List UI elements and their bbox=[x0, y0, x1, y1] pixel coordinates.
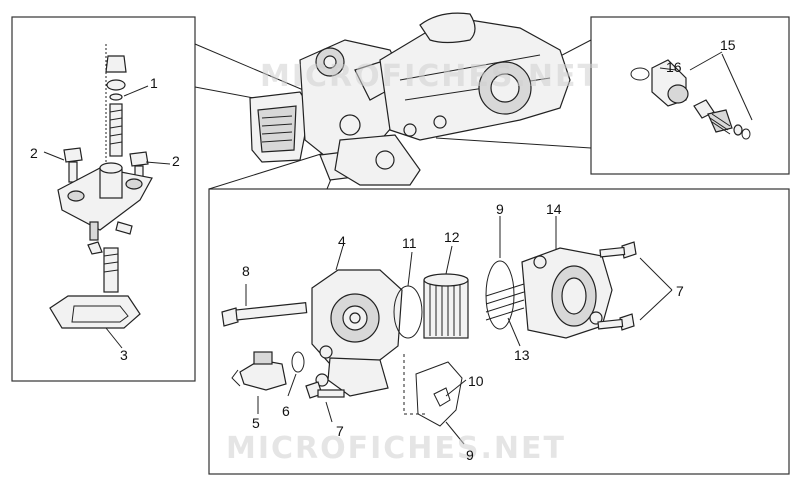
callout-5: 5 bbox=[252, 415, 260, 431]
callout-9-top: 9 bbox=[496, 201, 504, 217]
callout-1: 1 bbox=[150, 75, 158, 91]
callout-15: 15 bbox=[720, 37, 736, 53]
callout-13: 13 bbox=[514, 347, 530, 363]
callout-7-right: 7 bbox=[676, 283, 684, 299]
callout-2-right: 2 bbox=[172, 153, 180, 169]
left-detail-box bbox=[11, 16, 196, 382]
bottom-detail-box bbox=[208, 188, 790, 475]
callout-9-bottom: 9 bbox=[466, 447, 474, 463]
callout-7-bottom: 7 bbox=[336, 423, 344, 439]
valve-assembly bbox=[630, 51, 753, 140]
callout-16: 16 bbox=[666, 59, 682, 75]
bottom-parts bbox=[221, 216, 673, 445]
o-ring-16 bbox=[630, 67, 650, 81]
watermark-bottom: MICROFICHES.NET bbox=[226, 431, 566, 466]
callout-11: 11 bbox=[402, 235, 417, 251]
watermark-top: MICROFICHES.NET bbox=[260, 59, 600, 94]
callout-3: 3 bbox=[120, 347, 128, 363]
callout-4: 4 bbox=[338, 233, 346, 249]
callout-2-left: 2 bbox=[30, 145, 38, 161]
engine-assembly bbox=[249, 12, 571, 186]
left-parts bbox=[43, 44, 171, 349]
callout-14: 14 bbox=[546, 201, 562, 217]
callout-6: 6 bbox=[282, 403, 290, 419]
callout-10: 10 bbox=[468, 373, 484, 389]
callout-8: 8 bbox=[242, 263, 250, 279]
callouts: 1 2 2 3 4 5 6 7 7 8 9 9 10 11 12 13 14 1… bbox=[30, 37, 736, 463]
callout-12: 12 bbox=[444, 229, 460, 245]
top-right-detail-box bbox=[590, 16, 790, 175]
